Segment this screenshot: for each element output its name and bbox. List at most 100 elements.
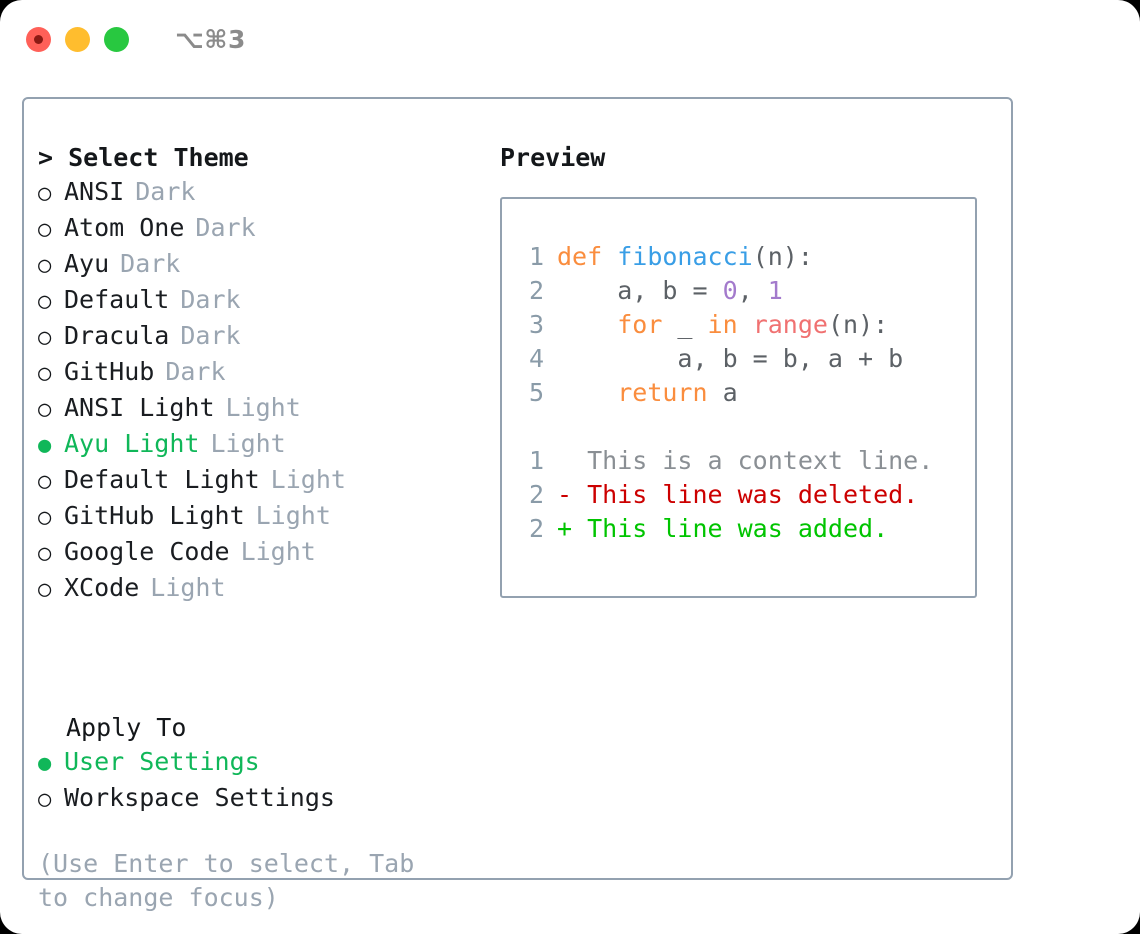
code-token-num: 0 <box>722 276 738 305</box>
code-token-punc: a <box>707 378 738 407</box>
code-line-content: for _ in range(n): <box>557 308 888 342</box>
close-button[interactable] <box>26 26 51 52</box>
theme-variant-tag: Dark <box>195 213 256 242</box>
apply-to-option-user-settings[interactable]: ●User Settings <box>38 745 468 781</box>
theme-variant-tag: Light <box>255 501 331 530</box>
radio-selected-icon: ● <box>38 433 52 458</box>
theme-name: Ayu Light <box>64 429 200 458</box>
apply-to-option-label: Workspace Settings <box>64 783 335 812</box>
code-token-punc: a, b = b, a + b <box>557 344 904 373</box>
maximize-button[interactable] <box>104 26 129 52</box>
code-token-punc: (n): <box>827 310 889 339</box>
theme-variant-tag: Dark <box>120 249 181 278</box>
code-token-punc: (n): <box>752 242 813 271</box>
code-spacer <box>516 410 975 444</box>
theme-variant-tag: Dark <box>180 321 241 350</box>
code-line: 2 a, b = 0, 1 <box>516 274 975 308</box>
theme-variant-tag: Light <box>210 429 286 458</box>
code-line: 1 def fibonacci(n): <box>516 240 975 274</box>
apply-to-option-workspace-settings[interactable]: ○ Workspace Settings <box>38 781 468 817</box>
theme-name: Google Code <box>64 537 230 566</box>
code-line-number: 1 <box>528 242 544 271</box>
radio-unselected-icon: ○ <box>38 577 52 602</box>
code-token-kw: in <box>707 310 738 339</box>
minimize-button[interactable] <box>65 26 90 52</box>
code-token-punc <box>557 378 617 407</box>
code-line: 4 a, b = b, a + b <box>516 342 975 376</box>
code-token-kw: def <box>557 242 618 271</box>
theme-name: Default <box>64 285 170 314</box>
theme-variant-tag: Light <box>240 537 316 566</box>
keyboard-shortcut-label: ⌥⌘3 <box>175 24 246 54</box>
code-line-number: 5 <box>528 378 544 407</box>
code-line: 5 return a <box>516 376 975 410</box>
radio-unselected-icon: ○ <box>38 787 52 812</box>
theme-name: GitHub <box>64 357 155 386</box>
keyboard-hint-text: (Use Enter to select, Tab to change focu… <box>38 849 415 912</box>
radio-unselected-icon: ○ <box>38 541 52 566</box>
theme-item-ayu-light[interactable]: ● Ayu Light Light <box>38 427 468 463</box>
code-token-call: range <box>752 310 828 339</box>
theme-name: Dracula <box>64 321 170 350</box>
radio-unselected-icon: ○ <box>38 505 52 530</box>
code-line: 3 for _ in range(n): <box>516 308 975 342</box>
diff-line-number: 2 <box>528 480 544 509</box>
code-token-punc: , <box>737 276 768 305</box>
theme-name: XCode <box>64 573 140 602</box>
theme-item-ansi-light[interactable]: ○ ANSI Light Light <box>38 391 468 427</box>
theme-name: Ayu <box>64 249 110 278</box>
code-token-punc: _ <box>662 310 708 339</box>
code-token-punc <box>557 310 617 339</box>
title-bar: ⌥⌘3 <box>0 0 1140 78</box>
theme-item-google-code[interactable]: ○ Google Code Light <box>38 535 468 571</box>
radio-unselected-icon: ○ <box>38 289 52 314</box>
radio-unselected-icon: ○ <box>38 217 52 242</box>
theme-variant-tag: Light <box>225 393 301 422</box>
theme-name: Default Light <box>64 465 260 494</box>
theme-name: ANSI Light <box>64 393 215 422</box>
diff-line-content: + This line was added. <box>557 514 889 543</box>
code-token-num: 1 <box>767 276 783 305</box>
code-token-punc <box>738 310 753 339</box>
preview-heading: Preview <box>500 143 606 172</box>
window-controls <box>26 26 129 52</box>
select-theme-heading: > Select Theme <box>38 143 249 172</box>
code-token-kw: return <box>617 378 708 407</box>
code-line-content: a, b = 0, 1 <box>557 274 783 308</box>
theme-item-dracula[interactable]: ○ Dracula Dark <box>38 319 468 355</box>
diff-line-content: - This line was deleted. <box>557 480 919 509</box>
radio-unselected-icon: ○ <box>38 469 52 494</box>
theme-item-ayu[interactable]: ○ Ayu Dark <box>38 247 468 283</box>
radio-unselected-icon: ○ <box>38 253 52 278</box>
code-line-content: a, b = b, a + b <box>557 342 903 376</box>
code-token-fn: fibonacci <box>617 242 753 271</box>
theme-name: Atom One <box>64 213 185 242</box>
theme-item-xcode[interactable]: ○ XCode Light <box>38 571 468 607</box>
diff-line-ctx: 1 This is a context line. <box>516 444 975 478</box>
code-line-number: 4 <box>528 344 544 373</box>
radio-unselected-icon: ○ <box>38 181 52 206</box>
code-line-number: 2 <box>528 276 544 305</box>
apply-to-heading: Apply To <box>66 713 187 742</box>
code-token-kw: for <box>617 310 663 339</box>
apply-to-section: Apply To ●User Settings ○ Workspace Settin… <box>38 711 468 817</box>
apply-to-list[interactable]: ●User Settings ○ Workspace Settings <box>38 745 468 817</box>
theme-variant-tag: Light <box>150 573 226 602</box>
diff-line-number: 1 <box>528 446 544 475</box>
radio-unselected-icon: ○ <box>38 325 52 350</box>
diff-line-del: 2 - This line was deleted. <box>516 478 975 512</box>
theme-item-atom-one[interactable]: ○ Atom One Dark <box>38 211 468 247</box>
radio-unselected-icon: ○ <box>38 397 52 422</box>
